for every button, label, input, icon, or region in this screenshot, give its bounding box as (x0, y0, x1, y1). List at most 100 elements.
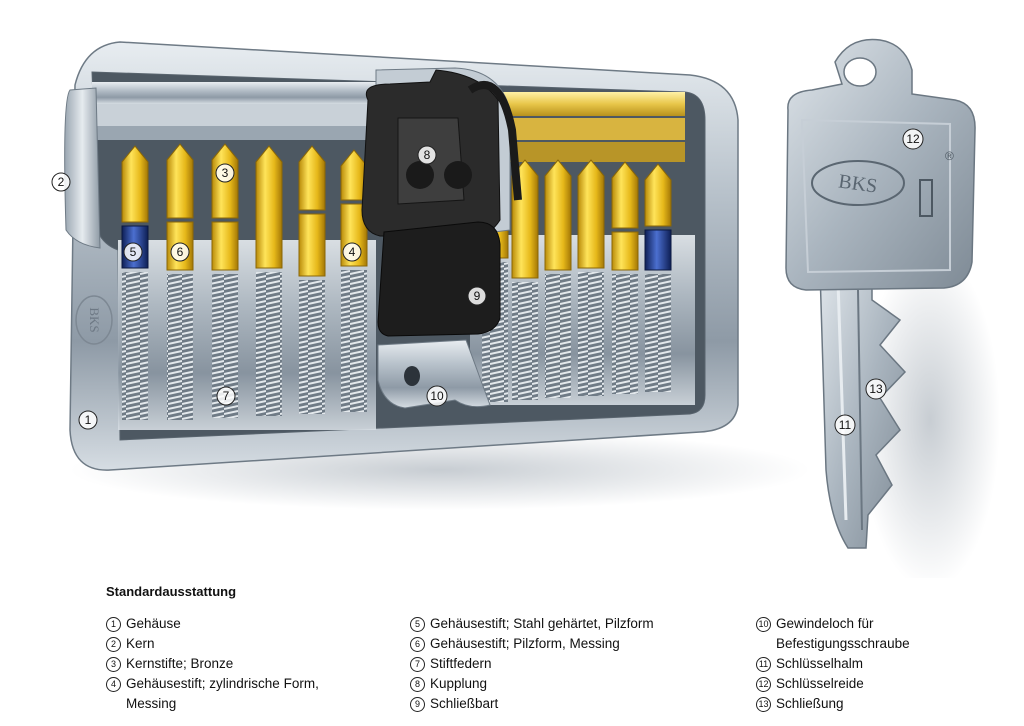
key-symbol (919, 179, 933, 217)
pin-stack (544, 159, 572, 398)
callout-2: 2 (51, 172, 71, 192)
pin-stack (577, 159, 605, 396)
svg-text:8: 8 (424, 148, 431, 162)
pin-stacks-left (121, 143, 368, 420)
key-logo-badge (811, 160, 905, 206)
legend-column-1: 1 Gehäuse 2 Kern 3 Kernstifte; Bronze 4 Gehä… (106, 614, 319, 714)
svg-text:6: 6 (177, 245, 184, 259)
legend-number: 12 (756, 677, 771, 692)
callout-8: 8 (417, 145, 437, 165)
legend-number: 10 (756, 617, 771, 632)
callout-12: 12 (902, 128, 924, 150)
key-registered-mark: ® (945, 149, 954, 163)
legend-item: 10 Gewindeloch für Befestigungsschraube (756, 614, 910, 654)
cam-bit (377, 221, 501, 337)
legend-text: Gehäusestift; Stahl gehärtet, Pilzform (430, 616, 654, 631)
legend-item: 5 Gehäusestift; Stahl gehärtet, Pilzform (410, 614, 654, 634)
legend-text: Kupplung (430, 676, 488, 691)
legend-item: 2 Kern (106, 634, 319, 654)
legend-number: 8 (410, 677, 425, 692)
pin-stack (166, 143, 194, 420)
legend-item: 3 Kernstifte; Bronze (106, 654, 319, 674)
legend-item: 4 Gehäusestift; zylindrische Form, Messin… (106, 674, 319, 714)
legend-text: Gehäuse (126, 616, 181, 631)
svg-text:11: 11 (839, 418, 852, 432)
legend-number: 2 (106, 637, 121, 652)
svg-text:7: 7 (223, 389, 230, 403)
screw-hole (404, 366, 420, 386)
pin-stack (211, 143, 239, 418)
callout-13: 13 (865, 378, 887, 400)
pin-stack (298, 145, 326, 414)
callout-11: 11 (834, 414, 856, 436)
svg-text:5: 5 (130, 245, 137, 259)
key-logo-text: BKS (837, 170, 879, 197)
legend-number: 13 (756, 697, 771, 712)
legend-text: Gehäusestift; Pilzform, Messing (430, 636, 620, 651)
legend-item: 1 Gehäuse (106, 614, 319, 634)
legend-item: 13 Schließung (756, 694, 910, 714)
legend-number: 1 (106, 617, 121, 632)
legend-text: Gehäusestift; zylindrische Form, Messing (126, 676, 319, 711)
lock-cylinder-illustration: BKS (51, 38, 1000, 578)
svg-text:9: 9 (474, 289, 481, 303)
legend-text: Stiftfedern (430, 656, 492, 671)
screw-hole-block (377, 339, 491, 409)
cylinder-core-left (118, 240, 376, 430)
key: BKS ® (785, 38, 976, 549)
legend-text: Kern (126, 636, 155, 651)
legend-text: Schlüsselreide (776, 676, 864, 691)
pin-stack (255, 145, 283, 416)
legend-text: Schlüsselhalm (776, 656, 864, 671)
legend-text: Schließung (776, 696, 844, 711)
svg-text:1: 1 (85, 413, 92, 427)
housing-rail-top (92, 82, 382, 104)
pin-stack (644, 163, 672, 392)
pin-stacks-right (481, 159, 672, 402)
cylinder-logo-badge (75, 295, 113, 345)
callout-6: 6 (170, 242, 190, 262)
legend-text: Gewindeloch für Befestigungsschraube (776, 616, 910, 651)
pin-stack (121, 145, 149, 420)
legend-item: 12 Schlüsselreide (756, 674, 910, 694)
legend-item: 9 Schließbart (410, 694, 654, 714)
pin-stack (611, 161, 639, 394)
housing-rail-low (92, 126, 382, 140)
callout-4: 4 (342, 242, 362, 262)
legend-item: 11 Schlüsselhalm (756, 654, 910, 674)
callout-5: 5 (123, 242, 143, 262)
legend: Standardausstattung 1 Gehäuse 2 Kern 3 Kern… (0, 578, 1024, 726)
pin-stack (340, 149, 368, 412)
legend-item: 8 Kupplung (410, 674, 654, 694)
svg-text:10: 10 (430, 389, 444, 403)
svg-text:3: 3 (222, 166, 229, 180)
legend-item: 6 Gehäusestift; Pilzform, Messing (410, 634, 654, 654)
callout-3: 3 (215, 163, 235, 183)
legend-number: 5 (410, 617, 425, 632)
svg-text:4: 4 (349, 245, 356, 259)
cylinder-end-rim (64, 87, 101, 249)
callout-markers: 1 2 3 4 5 6 7 8 9 10 11 12 13 (51, 128, 924, 436)
legend-number: 11 (756, 657, 771, 672)
svg-text:12: 12 (906, 132, 920, 146)
callout-1: 1 (78, 410, 98, 430)
key-bow-hole (843, 57, 877, 87)
housing-rail-mid (92, 104, 382, 126)
cylinder-logo-text: BKS (87, 307, 102, 332)
callout-7: 7 (216, 386, 236, 406)
coupling-mechanism (361, 67, 522, 239)
legend-number: 6 (410, 637, 425, 652)
legend-title: Standardausstattung (106, 584, 237, 599)
callout-9: 9 (467, 286, 487, 306)
svg-text:13: 13 (869, 382, 883, 396)
legend-number: 4 (106, 677, 121, 692)
legend-text: Schließbart (430, 696, 499, 711)
svg-text:2: 2 (58, 175, 65, 189)
callout-10: 10 (426, 385, 448, 407)
legend-text: Kernstifte; Bronze (126, 656, 234, 671)
legend-number: 3 (106, 657, 121, 672)
legend-number: 9 (410, 697, 425, 712)
legend-column-3: 10 Gewindeloch für Befestigungsschraube 1… (756, 614, 910, 714)
